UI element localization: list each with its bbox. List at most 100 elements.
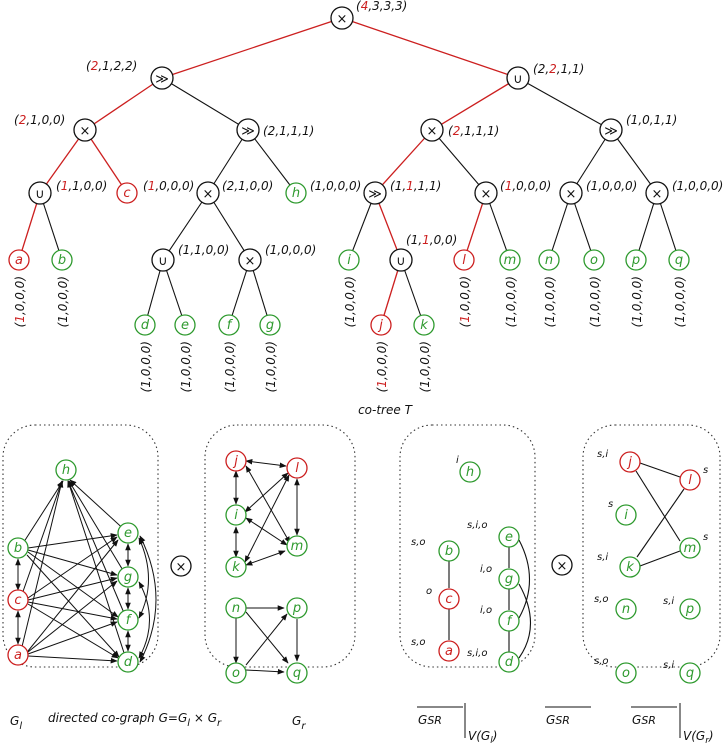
- leaf-n: [538, 249, 560, 271]
- svg-text:q: q: [293, 666, 301, 681]
- svg-text:c: c: [123, 186, 130, 201]
- leaf-i: [338, 249, 360, 271]
- series-node-nq: [599, 118, 623, 142]
- label-product-ab: (2,1,0,0): [14, 113, 65, 127]
- root-product-node: [330, 6, 354, 30]
- product-symbol-left-text: ×: [176, 560, 187, 575]
- gsr-l-node-e: [498, 526, 520, 548]
- union-op-de: ∪: [158, 254, 168, 269]
- bottom-captions: Gl directed co-graph G=Gl × Gr Gr GSR V(…: [10, 703, 714, 746]
- svg-text:q: q: [675, 253, 683, 268]
- product-op-ab: ×: [80, 124, 91, 139]
- gl-node-h: [55, 459, 77, 481]
- svg-text:h: h: [292, 186, 300, 201]
- leaf-nodes: a b c h d e f g i j k l m n o p q: [8, 182, 690, 336]
- vec-e: (1,0,0,0): [179, 341, 193, 392]
- product-node-lm: [474, 181, 498, 205]
- svg-text:o: o: [426, 586, 432, 597]
- gl-node-e: [117, 522, 139, 544]
- gl-node-f: [117, 609, 139, 631]
- svg-text:q: q: [686, 666, 694, 681]
- svg-text:p: p: [685, 602, 694, 617]
- svg-text:b: b: [445, 544, 453, 559]
- leaf-g: [259, 314, 281, 336]
- tree-edges: [18, 17, 680, 326]
- gsr-l-node-a: [438, 640, 460, 662]
- svg-text:i,o: i,o: [480, 605, 492, 616]
- svg-text:s,o: s,o: [594, 594, 609, 605]
- product-op-lm: ×: [481, 187, 492, 202]
- gsr-r-node-l: [679, 469, 701, 491]
- gsr-r-annotations: s,i s s s s,i s,o s,i s,o s,i: [594, 449, 708, 671]
- gsr-r-node-i: [615, 504, 637, 526]
- svg-text:s: s: [608, 499, 613, 510]
- caption-gl: Gl: [10, 714, 22, 732]
- label-product-ijl: (2,1,1,1): [448, 124, 499, 138]
- svg-text:d: d: [141, 318, 150, 333]
- svg-text:g: g: [266, 318, 274, 333]
- svg-text:a: a: [15, 253, 23, 268]
- gsr-r-node-o: [615, 662, 637, 684]
- caption-gsr: GSR: [546, 713, 570, 727]
- svg-text:s,o: s,o: [411, 537, 426, 548]
- vec-a: (1,0,0,0): [13, 276, 27, 327]
- svg-text:s,i,o: s,i,o: [467, 520, 487, 531]
- label-union-ab: (1,1,0,0): [56, 179, 107, 193]
- svg-text:s,o: s,o: [411, 637, 426, 648]
- svg-text:s: s: [703, 465, 708, 476]
- product-op-no: ×: [566, 187, 577, 202]
- svg-text:m: m: [504, 253, 517, 268]
- leaf-a: [8, 249, 30, 271]
- gsr-r-node-j: [619, 451, 641, 473]
- gr-node-m: [286, 535, 308, 557]
- svg-text:s,o: s,o: [594, 656, 609, 667]
- label-product-defg: (1,0,0,0): [143, 179, 194, 193]
- svg-text:b: b: [58, 253, 66, 268]
- leaf-f: [218, 314, 240, 336]
- svg-text:s: s: [703, 532, 708, 543]
- svg-text:o: o: [590, 253, 598, 268]
- operator-nodes: × ≫ ∪ × ≫ × ≫ ∪ × ≫ × × × ∪ × ∪: [28, 6, 669, 272]
- product-node-no: [559, 181, 583, 205]
- svg-text:s,i: s,i: [663, 596, 674, 607]
- union-op-ab: ∪: [35, 187, 45, 202]
- gl-nodes: h b c a e g f d: [7, 459, 139, 673]
- label-union-1: (2,2,1,1): [533, 62, 584, 76]
- series-node-ij: [363, 181, 387, 205]
- vec-f: (1,0,0,0): [223, 341, 237, 392]
- vec-q: (1,0,0,0): [673, 276, 687, 327]
- caption-restrict-l: V(Gl): [468, 729, 497, 746]
- label-series-ij: (1,1,1,1): [390, 179, 441, 193]
- svg-text:m: m: [684, 541, 697, 556]
- gsr-r-edges: [635, 462, 685, 567]
- caption-gsr-r: GSR: [632, 713, 656, 727]
- vec-g: (1,0,0,0): [264, 341, 278, 392]
- leaf-j: [370, 314, 392, 336]
- gsr-r-node-k: [619, 556, 641, 578]
- gsr-l-node-h: [459, 461, 481, 483]
- leaf-p: [625, 249, 647, 271]
- label-product-lm: (1,0,0,0): [500, 179, 551, 193]
- union-node-ab: [28, 181, 52, 205]
- svg-text:m: m: [291, 539, 304, 554]
- product-node-fg: [238, 248, 262, 272]
- series-op-h: ≫: [241, 124, 255, 139]
- svg-text:l: l: [462, 253, 466, 268]
- svg-text:s,i: s,i: [597, 449, 608, 460]
- series-op-1: ≫: [155, 72, 169, 87]
- svg-text:i: i: [347, 253, 351, 268]
- gl-edges: [15, 479, 157, 664]
- svg-text:h: h: [62, 463, 70, 478]
- svg-text:o: o: [622, 666, 630, 681]
- svg-text:c: c: [14, 593, 21, 608]
- svg-text:s,i: s,i: [597, 552, 608, 563]
- svg-text:d: d: [124, 655, 133, 670]
- product-op-pq: ×: [652, 187, 663, 202]
- label-product-no: (1,0,0,0): [586, 179, 637, 193]
- svg-text:a: a: [445, 644, 453, 659]
- vec-m: (1,0,0,0): [504, 276, 518, 327]
- root-op: ×: [337, 12, 348, 27]
- gsr-l-nodes: h b c a e g f d: [438, 461, 520, 673]
- svg-text:k: k: [420, 318, 428, 333]
